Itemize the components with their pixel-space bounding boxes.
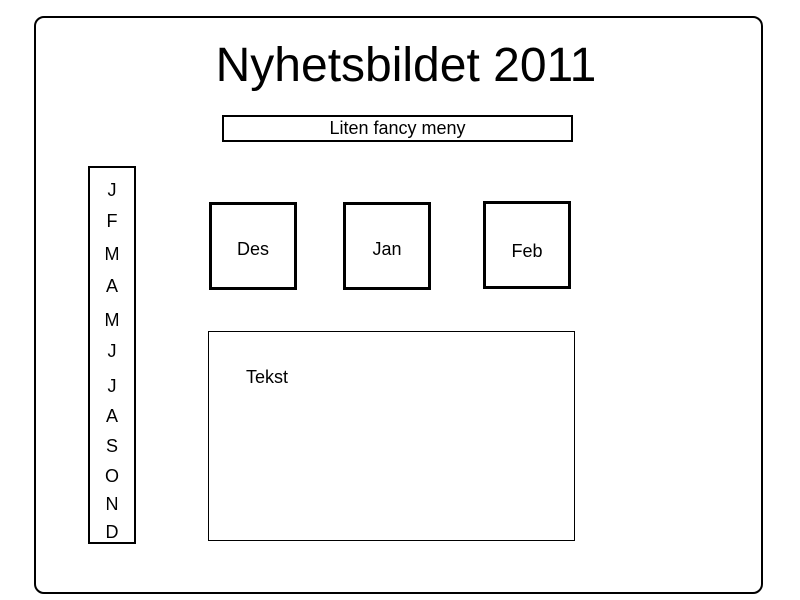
month-index-item[interactable]: M — [104, 310, 120, 330]
page-title: Nyhetsbildet 2011 — [215, 39, 597, 92]
month-box-label: Des — [236, 239, 269, 259]
content-text-area: Tekst — [208, 331, 575, 541]
month-box-feb[interactable]: Feb — [483, 201, 571, 289]
month-index-item[interactable]: M — [104, 244, 120, 264]
content-text: Tekst — [246, 367, 289, 387]
month-box-jan[interactable]: Jan — [343, 202, 431, 290]
month-index-item[interactable]: N — [105, 494, 119, 514]
month-index-item[interactable]: J — [107, 376, 117, 396]
month-box-label: Feb — [511, 241, 543, 261]
month-index-item[interactable]: F — [106, 211, 118, 231]
month-index-item[interactable]: D — [105, 522, 119, 542]
fancy-menu[interactable]: Liten fancy meny — [222, 115, 573, 142]
month-box-label: Jan — [372, 239, 402, 259]
page-frame — [34, 16, 763, 594]
month-index-item[interactable]: A — [105, 276, 118, 296]
month-box-des[interactable]: Des — [209, 202, 297, 290]
month-index-item[interactable]: J — [107, 341, 117, 361]
month-index-item[interactable]: S — [105, 436, 118, 456]
month-index: J F M A M J J A S O N D — [88, 166, 136, 544]
month-index-item[interactable]: J — [107, 180, 117, 200]
month-index-item[interactable]: O — [104, 466, 119, 486]
month-index-item[interactable]: A — [105, 406, 118, 426]
